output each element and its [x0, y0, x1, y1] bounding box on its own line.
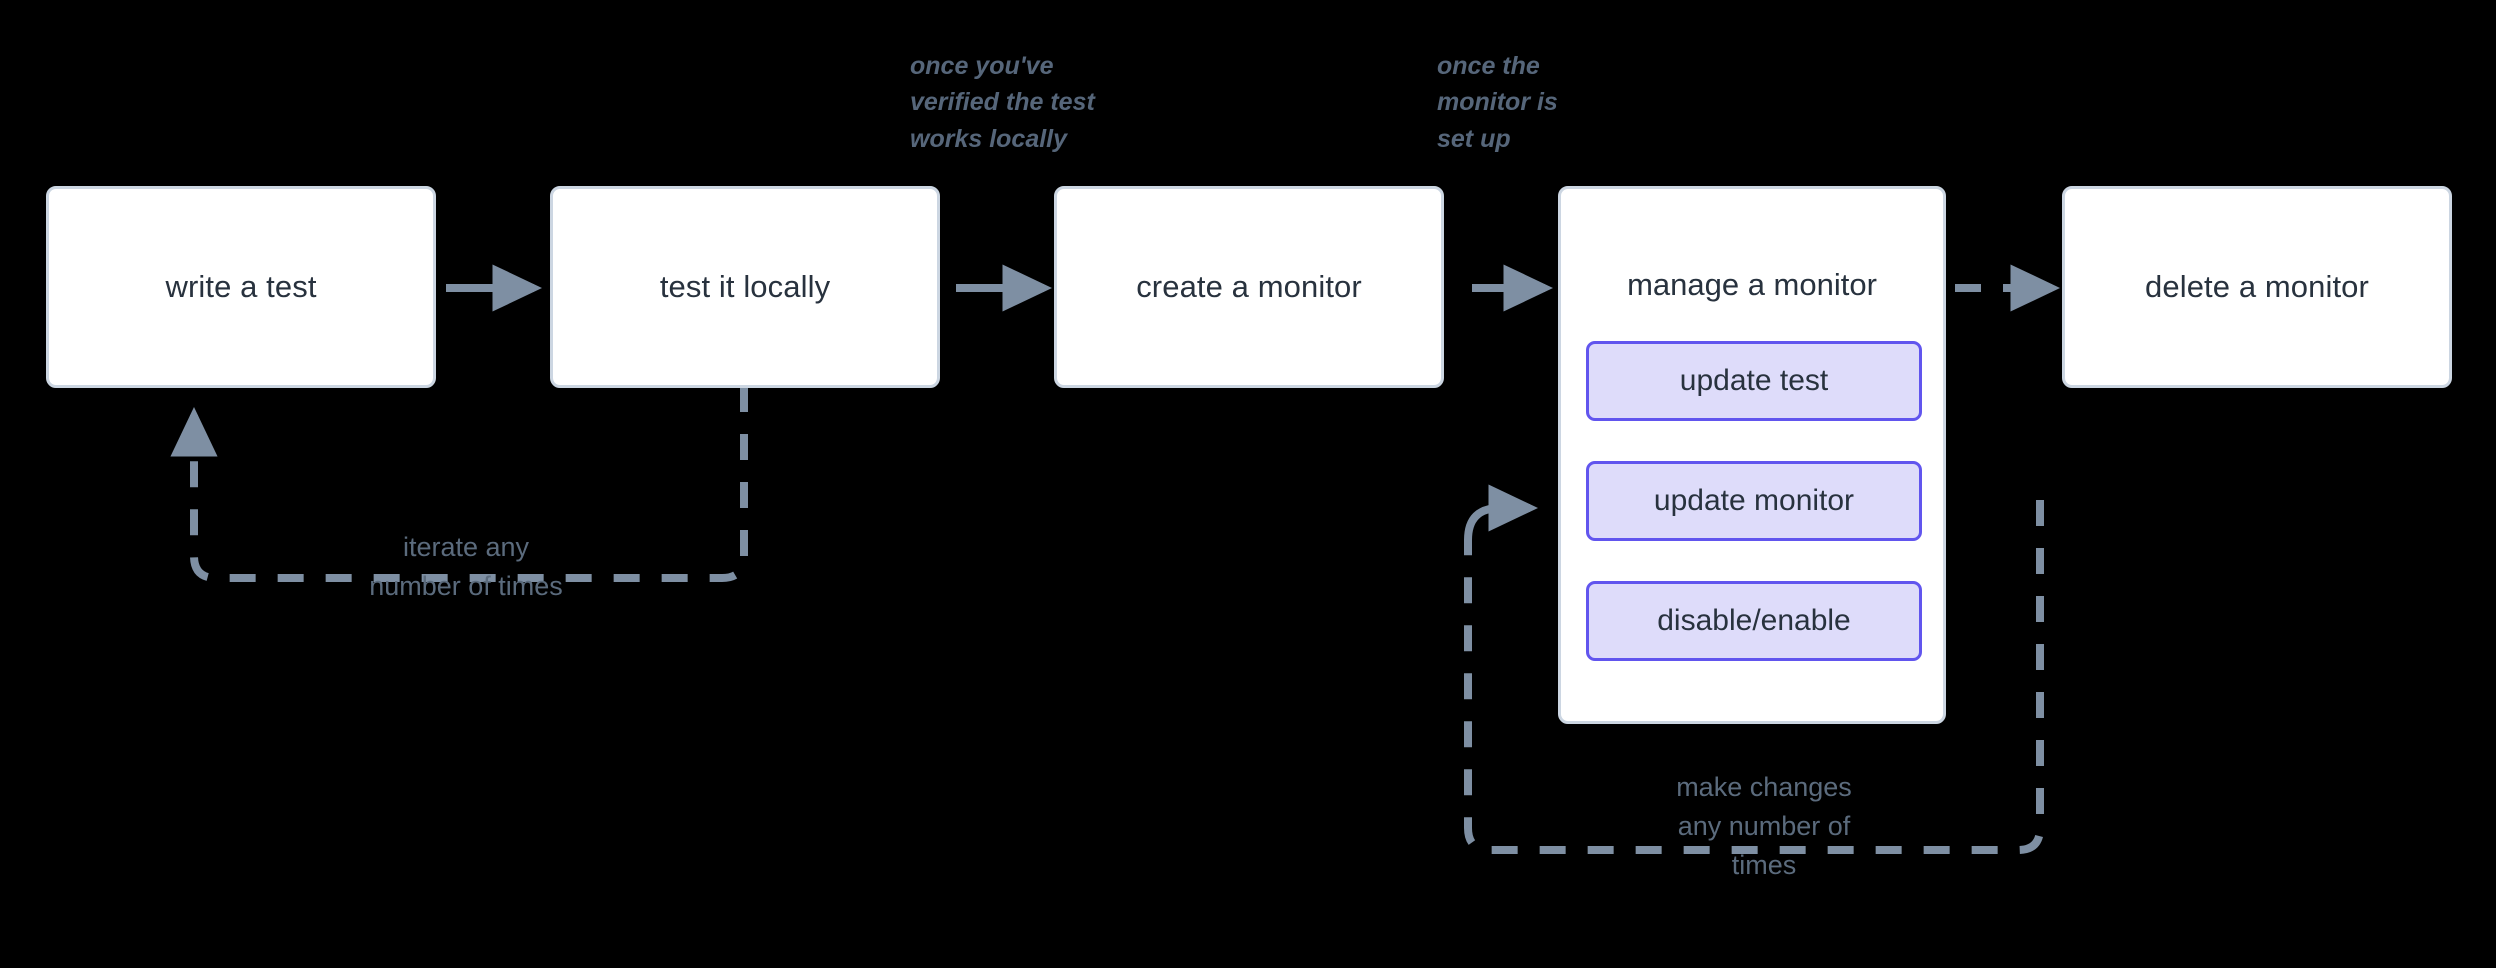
node-label-delete-a-monitor: delete a monitor	[2145, 268, 2369, 304]
loop-label-iterate: iterate any number of times	[369, 532, 563, 602]
subnode-update-monitor[interactable]: update monitor	[1586, 461, 1922, 541]
node-label-manage-a-monitor: manage a monitor	[1627, 267, 1877, 302]
node-label-write-a-test: write a test	[165, 268, 317, 304]
node-delete-a-monitor[interactable]: delete a monitor	[2062, 186, 2452, 388]
node-label-create-a-monitor: create a monitor	[1136, 268, 1362, 304]
edge-note-verified-locally: once you've verified the test works loca…	[910, 52, 1095, 153]
node-label-test-it-locally: test it locally	[659, 268, 831, 304]
node-create-a-monitor[interactable]: create a monitor	[1054, 186, 1444, 388]
subnode-update-test[interactable]: update test	[1586, 341, 1922, 421]
edge-note-monitor-set-up: once the monitor is set up	[1437, 52, 1558, 153]
subnode-disable-enable[interactable]: disable/enable	[1586, 581, 1922, 661]
loop-label-make-changes: make changes any number of times	[1676, 772, 1852, 881]
subnode-label-update-monitor: update monitor	[1653, 484, 1855, 517]
subnode-label-update-test: update test	[1679, 364, 1829, 397]
subnode-label-disable-enable: disable/enable	[1657, 604, 1851, 637]
node-test-it-locally[interactable]: test it locally	[550, 186, 940, 388]
node-write-a-test[interactable]: write a test	[46, 186, 436, 388]
node-manage-a-monitor[interactable]: manage a monitor update test update moni…	[1558, 186, 1946, 724]
